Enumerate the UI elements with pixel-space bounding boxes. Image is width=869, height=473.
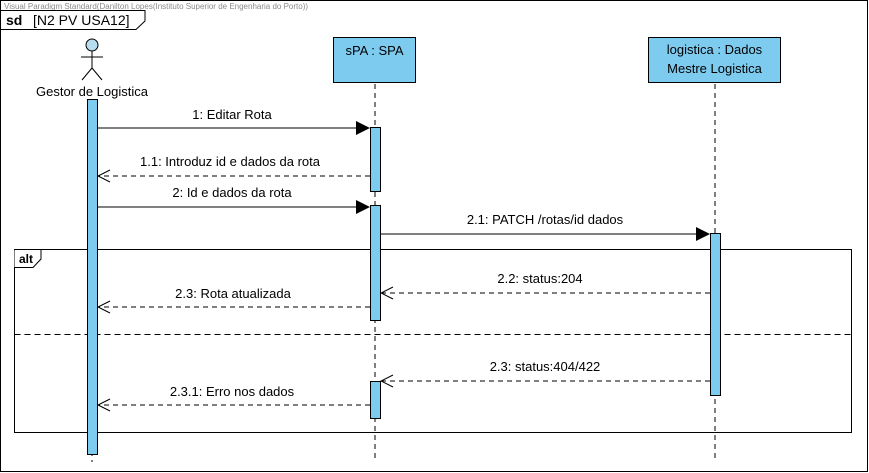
spa-activation-3 [370,381,381,419]
spa-activation-1 [370,127,381,192]
spa-lifeline-label: sPA : SPA [345,43,403,58]
frame-tag [0,10,146,30]
actor-figure[interactable] [81,38,103,81]
alt-fragment-tag [14,249,42,268]
message-2-label: 2: Id e dados da rota [172,185,292,200]
logistica-activation [710,233,721,396]
message-1 [97,121,370,135]
message-2-1 [380,227,710,241]
logistica-lifeline-label-line2: Mestre Logistica [667,61,762,76]
message-2 [97,200,370,214]
message-2-3-status [379,374,710,388]
alt-operator: alt [19,252,33,266]
logistica-lifeline-label-line1: logistica : Dados [667,42,763,57]
frame-keyword: sd [6,12,22,28]
watermark: Visual Paradigm Standard(Danilton Lopes(… [4,2,308,11]
message-1-label: 1: Editar Rota [192,107,272,122]
spa-activation-2 [370,205,381,321]
message-2-3-1-label: 2.3.1: Erro nos dados [170,384,295,399]
actor-activation [87,99,98,455]
frame-name: [N2 PV USA12] [33,12,130,28]
logistica-lifeline-head[interactable] [648,37,781,83]
message-2-3 [96,300,370,314]
message-2-3-status-label: 2.3: status:404/422 [490,359,601,374]
actor-label: Gestor de Logistica [36,84,149,99]
message-1-1-label: 1.1: Introduz id e dados da rota [140,154,321,169]
message-2-2 [379,286,710,300]
spa-lifeline-head[interactable] [333,37,416,83]
message-2-3-1 [96,398,370,412]
alt-fragment [14,249,852,433]
message-1-1 [96,169,370,183]
message-2-3-label: 2.3: Rota atualizada [175,286,291,301]
message-2-2-label: 2.2: status:204 [497,271,582,286]
message-2-1-label: 2.1: PATCH /rotas/id dados [467,212,624,227]
